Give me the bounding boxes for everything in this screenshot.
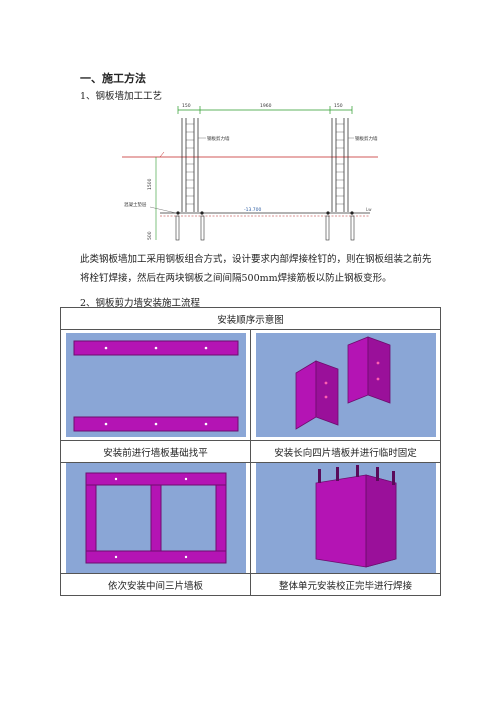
step4-image-cell xyxy=(250,462,441,574)
section-heading: 一、施工方法 xyxy=(80,72,146,85)
elevation-mark: -13.700 xyxy=(244,207,262,213)
dim-top-left: 150 xyxy=(182,103,191,109)
dim-top-mid: 1960 xyxy=(260,103,272,109)
dim-left-vertical: 1500 xyxy=(147,178,153,190)
label-right-wall: 钢板剪力墙 xyxy=(355,135,378,142)
install-sequence-table: 安装顺序示意图 安装前进行墙板基础找平 安装长向四片墙板并进行临时 xyxy=(60,307,441,596)
caption-step3: 依次安装中间三片墙板 xyxy=(60,573,251,596)
caption-step4: 整体单元安装校正完毕进行焊接 xyxy=(250,573,441,596)
steel-wall-drawing: 150 1960 150 钢板剪力墙 钢板剪力墙 混凝土垫层 -13.700 L… xyxy=(122,103,378,241)
label-left-wall: 钢板剪力墙 xyxy=(207,135,230,142)
dim-top-right: 150 xyxy=(334,103,343,109)
step3-image-cell xyxy=(60,462,251,574)
caption-step1: 安装前进行墙板基础找平 xyxy=(60,440,251,463)
level-mark: Lw xyxy=(366,207,372,212)
step4-welded-unit-illustration xyxy=(255,463,436,573)
step1-image-cell xyxy=(60,329,251,441)
label-base: 混凝土垫层 xyxy=(124,201,147,208)
subheading-process: 1、钢板墙加工工艺 xyxy=(80,91,163,102)
caption-step2: 安装长向四片墙板并进行临时固定 xyxy=(250,440,441,463)
step2-long-walls-illustration xyxy=(255,333,436,437)
table-header: 安装顺序示意图 xyxy=(60,307,441,330)
step1-foundation-illustration xyxy=(65,333,246,437)
subheading-install-flow: 2、钢板剪力墙安装施工流程 xyxy=(80,298,201,309)
dim-left-bottom: 500 xyxy=(147,231,153,240)
process-description: 此类钢板墙加工采用钢板组合方式，设计要求内部焊接栓钉的，则在钢板组装之前先将栓钉… xyxy=(80,254,432,284)
step3-middle-walls-illustration xyxy=(65,463,246,573)
step2-image-cell xyxy=(250,329,441,441)
